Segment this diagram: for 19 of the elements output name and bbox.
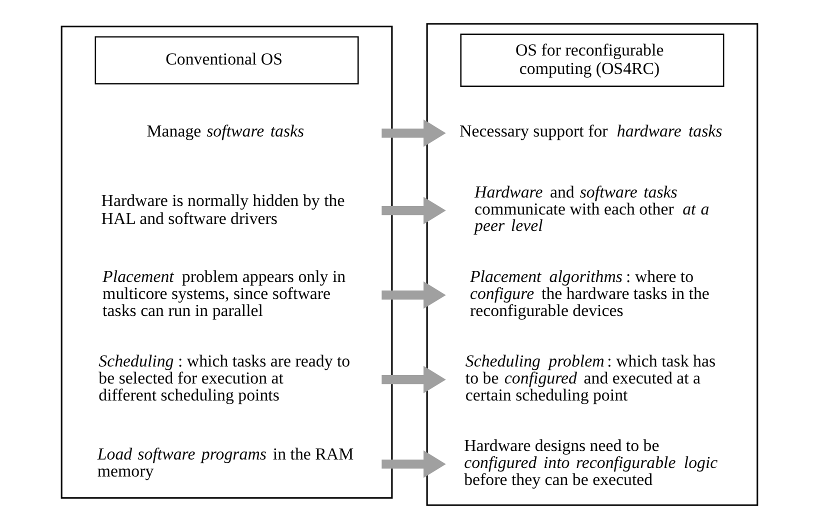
node-text: Placement problem appears only in multicore systems, since software tasks can run in parallel <box>102 266 346 320</box>
cluster <box>426 23 758 506</box>
node-text: Hardware is normally hidden by the HAL and software drivers <box>101 190 345 228</box>
node-box: OS for reconfigurable computing (OS4RC) <box>460 34 724 87</box>
cluster <box>60 26 393 499</box>
node-text: Placement algorithms: where to configure the hardware tasks in the reconfigurable devices <box>470 266 710 320</box>
arrow <box>382 366 446 394</box>
node-text: Hardware and software tasks communicate with each other at a peer level <box>474 182 710 236</box>
arrow <box>382 450 446 478</box>
arrow <box>382 119 446 147</box>
node-text: Necessary support for hardware tasks <box>460 121 722 140</box>
node-box: Conventional OS <box>94 36 359 84</box>
node-text: Load software programs in the RAM memory <box>97 444 354 480</box>
node-text: Scheduling problem: which task has to be configured and executed at a certain scheduling point <box>465 351 716 404</box>
node-text: Manage software tasks <box>146 121 304 140</box>
node-text: Scheduling: which tasks are ready to be selected for execution at different scheduling points <box>98 351 350 404</box>
arrow <box>382 196 446 224</box>
arrow <box>382 281 446 309</box>
node-text: Hardware designs need to be configured into reconfigurable logic before they can be executed <box>464 436 718 489</box>
